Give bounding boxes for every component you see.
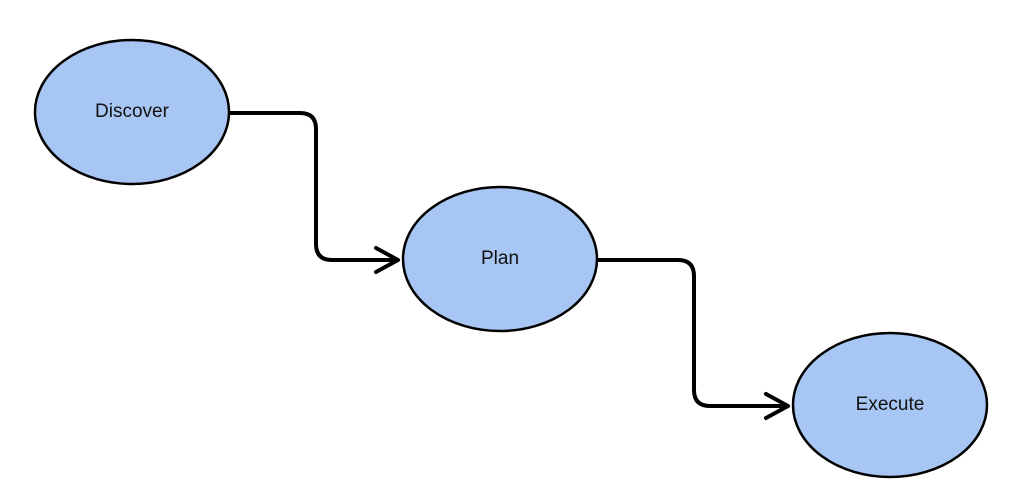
- arrowhead-icon: [764, 392, 790, 420]
- node-discover[interactable]: Discover: [33, 38, 231, 186]
- connector-line: [595, 258, 788, 408]
- node-plan[interactable]: Plan: [401, 185, 599, 333]
- node-execute-label: Execute: [856, 394, 925, 415]
- node-plan-label: Plan: [481, 248, 519, 269]
- node-plan-shape: [401, 185, 599, 333]
- edge-discover-to-plan: [227, 111, 400, 274]
- node-execute[interactable]: Execute: [791, 331, 989, 479]
- node-discover-label: Discover: [95, 101, 170, 122]
- node-execute-shape: [791, 331, 989, 479]
- arrowhead-icon: [374, 246, 400, 274]
- connector-line: [227, 111, 398, 262]
- edge-plan-to-execute: [595, 258, 790, 420]
- node-discover-shape: [33, 38, 231, 186]
